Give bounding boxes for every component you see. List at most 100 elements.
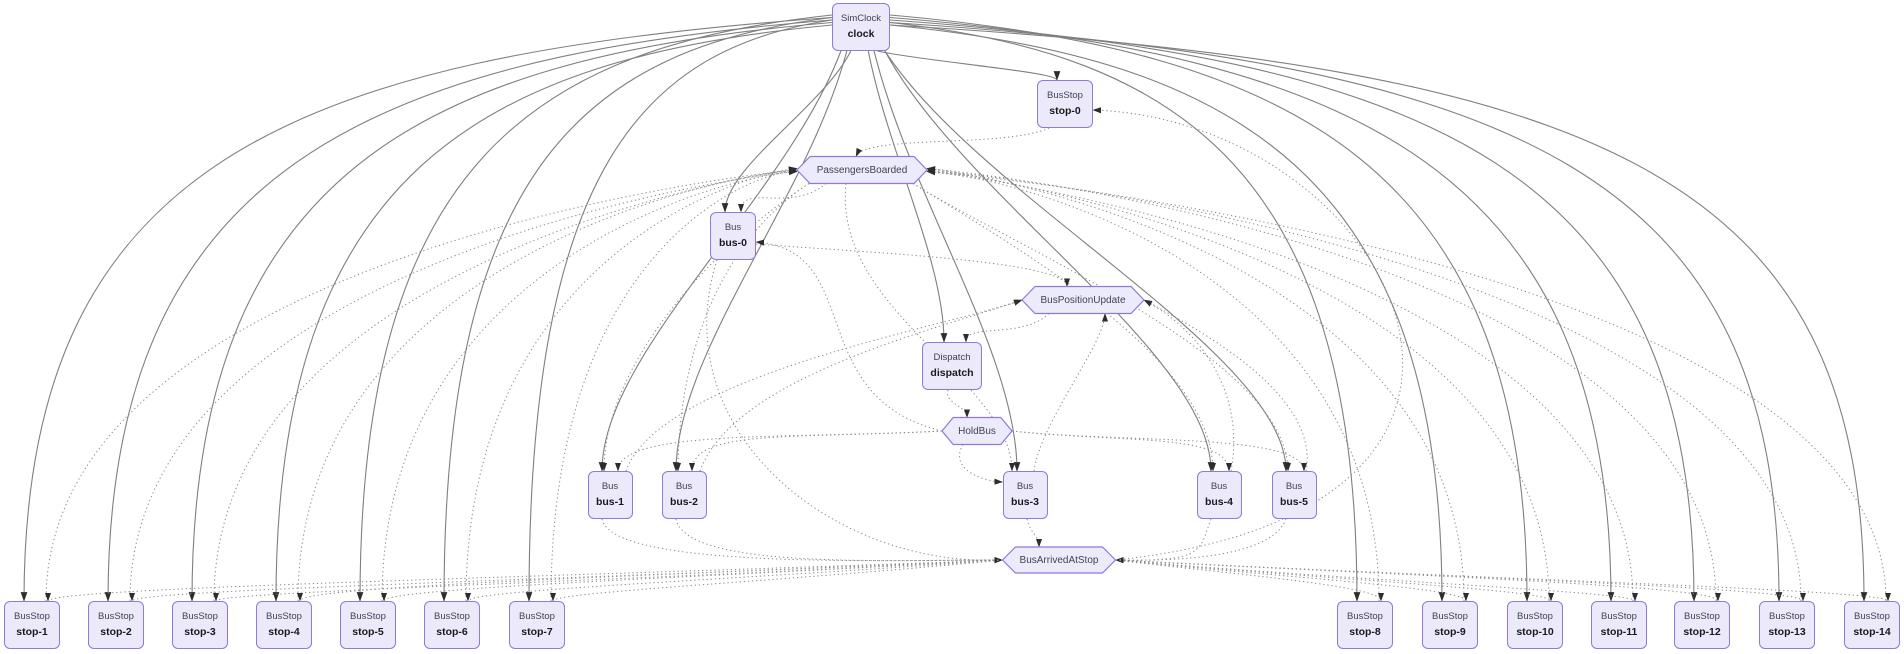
edge-stop-2-passengers-boarded bbox=[129, 169, 798, 602]
edge-stop-14-passengers-boarded bbox=[926, 169, 1887, 602]
node-name-label: stop-8 bbox=[1349, 625, 1381, 638]
edge-bus-position-update-dispatch bbox=[962, 313, 1050, 343]
node-name-label: stop-0 bbox=[1049, 104, 1081, 117]
edge-clock-stop-3 bbox=[188, 21, 833, 602]
node-name-label: stop-11 bbox=[1600, 625, 1638, 638]
edge-bus-1-bus-arrived bbox=[601, 518, 1004, 564]
node-type-label: BusStop bbox=[182, 611, 218, 622]
node-name-label: bus-5 bbox=[1279, 495, 1308, 508]
edge-stop-12-passengers-boarded bbox=[926, 166, 1717, 602]
event-shape-bus-arrived bbox=[1001, 546, 1117, 574]
node-bus-2: Bus bus-2 bbox=[661, 471, 707, 519]
edge-clock-stop-12 bbox=[889, 19, 1698, 602]
node-name-label: stop-2 bbox=[100, 625, 132, 638]
edge-bus-arrived-stop-2 bbox=[129, 559, 1003, 602]
node-name-label: stop-1 bbox=[16, 625, 48, 638]
edge-clock-stop-7 bbox=[525, 19, 833, 602]
node-clock: SimClock clock bbox=[832, 3, 890, 51]
node-type-label: BusStop bbox=[98, 611, 134, 622]
node-type-label: BusStop bbox=[266, 611, 302, 622]
node-stop-11: BusStop stop-11 bbox=[1591, 601, 1647, 649]
node-type-label: BusStop bbox=[1684, 611, 1720, 622]
node-type-label: BusStop bbox=[434, 611, 470, 622]
edge-bus-5-bus-arrived bbox=[1114, 518, 1287, 564]
edge-clock-bus-2 bbox=[672, 50, 848, 472]
node-type-label: BusStop bbox=[1601, 611, 1637, 622]
node-name-label: bus-0 bbox=[718, 236, 747, 249]
edge-bus-arrived-stop-7 bbox=[550, 559, 1003, 602]
edge-passengers-boarded-bus-1 bbox=[600, 183, 810, 472]
node-stop-10: BusStop stop-10 bbox=[1507, 601, 1563, 649]
node-name-label: bus-3 bbox=[1010, 495, 1039, 508]
edge-bus-arrived-stop-1 bbox=[45, 559, 1003, 602]
edge-bus-5-bus-position-update bbox=[1143, 299, 1308, 472]
node-name-label: bus-2 bbox=[669, 495, 698, 508]
edge-clock-bus-4 bbox=[884, 50, 1215, 472]
node-name-label: clock bbox=[847, 27, 875, 40]
node-bus-3: Bus bus-3 bbox=[1002, 471, 1048, 519]
edge-passengers-boarded-bus-0 bbox=[737, 183, 827, 213]
edge-stop-5-passengers-boarded bbox=[381, 168, 798, 602]
node-type-label: Bus bbox=[1016, 481, 1034, 492]
node-name-label: stop-4 bbox=[268, 625, 300, 638]
node-type-label: BusStop bbox=[1854, 611, 1890, 622]
node-name-label: stop-3 bbox=[184, 625, 216, 638]
event-shape-hold-bus bbox=[941, 416, 1013, 446]
edge-bus-arrived-stop-0 bbox=[1092, 107, 1404, 561]
edge-stop-1-passengers-boarded bbox=[45, 167, 798, 602]
node-name-label: dispatch bbox=[930, 366, 974, 379]
node-type-label: BusStop bbox=[1347, 611, 1383, 622]
edge-clock-stop-14 bbox=[889, 24, 1868, 602]
edge-clock-stop-8 bbox=[889, 21, 1361, 602]
edge-clock-bus-5 bbox=[884, 50, 1290, 472]
edge-hold-bus-bus-2 bbox=[688, 430, 943, 472]
edge-clock-stop-1 bbox=[20, 16, 833, 602]
node-type-label: Bus bbox=[724, 222, 742, 233]
edge-clock-stop-9 bbox=[889, 24, 1446, 602]
node-type-label: Bus bbox=[675, 481, 693, 492]
edge-stop-0-passengers-boarded bbox=[855, 127, 1050, 157]
node-type-label: BusStop bbox=[1517, 611, 1553, 622]
edge-stop-9-passengers-boarded bbox=[926, 166, 1465, 602]
node-bus-0: Bus bus-0 bbox=[710, 212, 756, 260]
node-type-label: Bus bbox=[1210, 481, 1228, 492]
node-type-label: Dispatch bbox=[933, 352, 971, 363]
edge-clock-stop-6 bbox=[440, 16, 833, 602]
edge-stop-8-passengers-boarded bbox=[926, 168, 1380, 602]
node-type-label: BusStop bbox=[1769, 611, 1805, 622]
node-name-label: bus-4 bbox=[1204, 495, 1233, 508]
node-type-label: BusStop bbox=[519, 611, 555, 622]
edge-hold-bus-bus-4 bbox=[1011, 430, 1233, 472]
edge-bus-arrived-stop-5 bbox=[381, 559, 1003, 602]
node-name-label: stop-10 bbox=[1516, 625, 1554, 638]
edge-bus-1-bus-position-update bbox=[625, 299, 1023, 472]
edge-clock-bus-0 bbox=[721, 50, 852, 213]
node-stop-8: BusStop stop-8 bbox=[1337, 601, 1393, 649]
edge-dispatch-hold-bus bbox=[947, 389, 971, 419]
node-stop-2: BusStop stop-2 bbox=[88, 601, 144, 649]
edge-clock-stop-0 bbox=[877, 50, 1061, 81]
edge-clock-bus-3 bbox=[873, 50, 1021, 472]
edge-stop-6-passengers-boarded bbox=[465, 166, 798, 602]
node-name-label: bus-1 bbox=[595, 495, 624, 508]
node-name-label: stop-12 bbox=[1683, 625, 1721, 638]
edge-bus-arrived-stop-11 bbox=[1115, 559, 1638, 602]
edge-hold-bus-bus-0 bbox=[755, 239, 943, 432]
edge-bus-arrived-stop-9 bbox=[1115, 559, 1469, 602]
edge-clock-stop-4 bbox=[272, 24, 833, 602]
node-type-label: SimClock bbox=[840, 13, 882, 24]
edge-bus-arrived-stop-10 bbox=[1115, 559, 1554, 602]
edge-clock-stop-11 bbox=[889, 16, 1615, 602]
node-name-label: stop-6 bbox=[436, 625, 468, 638]
edge-bus-arrived-stop-13 bbox=[1115, 559, 1806, 602]
node-type-label: BusStop bbox=[1432, 611, 1468, 622]
edge-clock-bus-1 bbox=[598, 50, 842, 472]
edge-hold-bus-bus-1 bbox=[614, 430, 943, 472]
edge-bus-arrived-stop-14 bbox=[1115, 559, 1891, 602]
